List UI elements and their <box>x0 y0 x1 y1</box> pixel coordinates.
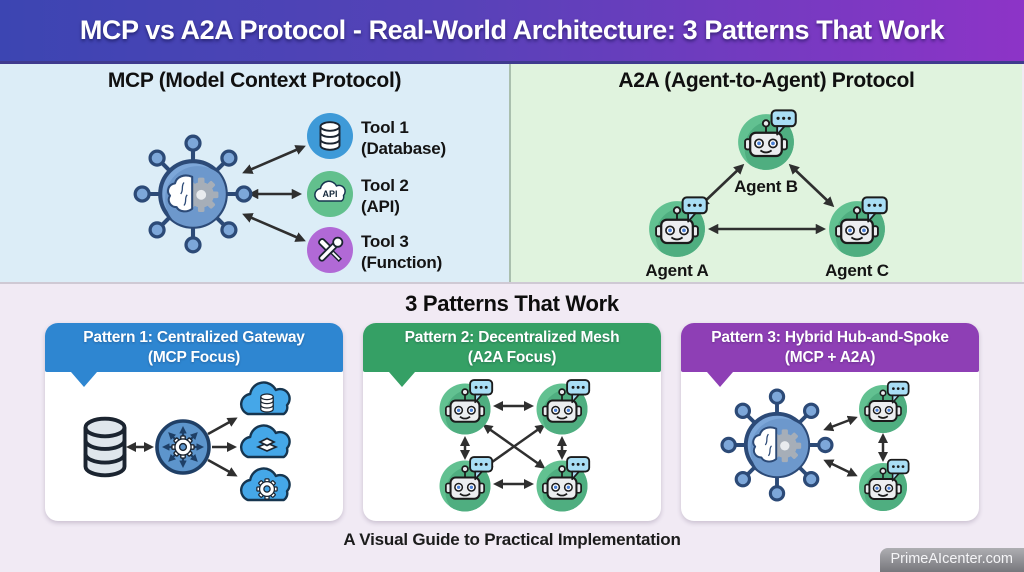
mesh-robot-icon <box>537 380 594 440</box>
pattern3-notch <box>707 372 733 388</box>
mesh-robot-icon <box>440 380 497 440</box>
tool2-name: Tool 2 <box>361 176 409 195</box>
pattern3-header: Pattern 3: Hybrid Hub-and-Spoke (MCP + A… <box>681 323 979 388</box>
agent-b-label: Agent B <box>734 177 798 196</box>
pattern1-body <box>45 372 343 522</box>
tools-function-icon <box>318 236 344 263</box>
a2a-panel: A2A (Agent-to-Agent) Protocol Agent B Ag… <box>511 64 1022 282</box>
patterns-title: 3 Patterns That Work <box>405 291 619 316</box>
mcp-hub-brain-gear-icon <box>135 136 251 252</box>
gateway-hub-icon <box>155 419 211 476</box>
a2a-diagram: Agent B Agent A Agent C <box>645 93 1022 280</box>
pattern1-notch <box>71 372 97 388</box>
pattern1-title-line1: Pattern 1: Centralized Gateway <box>83 329 305 346</box>
pattern2-title-line2: (A2A Focus) <box>467 349 557 367</box>
mesh-robot-icon <box>440 457 497 517</box>
database-icon <box>319 121 341 151</box>
pattern2-diagram <box>363 372 659 522</box>
caption: A Visual Guide to Practical Implementati… <box>343 530 681 549</box>
spoke-robot-icon <box>859 382 913 439</box>
agent-c-robot-icon <box>829 197 891 263</box>
pattern1-card: Pattern 1: Centralized Gateway (MCP Focu… <box>45 323 343 521</box>
patterns-section: 3 Patterns That Work Pattern 1: Centrali… <box>0 282 1024 569</box>
pattern3-diagram <box>681 372 977 522</box>
tool3-type: (Function) <box>361 253 442 272</box>
tool1-name: Tool 1 <box>361 118 409 137</box>
agent-c-label: Agent C <box>825 261 889 280</box>
pattern3-body <box>681 372 979 522</box>
spoke-robot-icon <box>859 460 913 517</box>
pattern2-header: Pattern 2: Decentralized Mesh (A2A Focus… <box>363 323 661 388</box>
protocol-panels: MCP (Model Context Protocol) Tool 1 (Dat… <box>0 64 1024 282</box>
mcp-diagram: Tool 1 (Database) API Tool 2 (API) Tool … <box>0 113 446 273</box>
agent-a-robot-icon <box>649 197 711 263</box>
pattern-cards: Pattern 1: Centralized Gateway (MCP Focu… <box>0 323 1024 521</box>
mcp-panel: MCP (Model Context Protocol) Tool 1 (Dat… <box>0 64 511 282</box>
api-icon-text: API <box>322 189 337 199</box>
pattern3-title-line1: Pattern 3: Hybrid Hub-and-Spoke <box>711 329 949 346</box>
pattern3-title-line2: (MCP + A2A) <box>784 349 876 367</box>
mesh-robot-icon <box>537 457 594 517</box>
title-banner: MCP vs A2A Protocol - Real-World Archite… <box>0 0 1024 64</box>
pattern1-title-line2: (MCP Focus) <box>147 349 241 367</box>
page-title: MCP vs A2A Protocol - Real-World Archite… <box>79 15 945 45</box>
pattern2-card: Pattern 2: Decentralized Mesh (A2A Focus… <box>363 323 661 521</box>
pattern3-card: Pattern 3: Hybrid Hub-and-Spoke (MCP + A… <box>681 323 979 521</box>
a2a-panel-title: A2A (Agent-to-Agent) Protocol <box>618 69 915 92</box>
pattern2-notch <box>389 372 415 388</box>
tool3-name: Tool 3 <box>361 232 409 251</box>
tool1-type: (Database) <box>361 139 446 158</box>
pattern2-title-line1: Pattern 2: Decentralized Mesh <box>404 329 620 346</box>
tool2-type: (API) <box>361 197 400 216</box>
pattern2-body <box>363 372 661 522</box>
agent-a-label: Agent A <box>645 261 708 280</box>
mcp-panel-title: MCP (Model Context Protocol) <box>107 69 402 92</box>
pattern1-header: Pattern 1: Centralized Gateway (MCP Focu… <box>45 323 343 388</box>
pattern1-diagram <box>83 381 291 502</box>
watermark: PrimeAIcenter.com <box>879 548 1024 572</box>
hybrid-hub-brain-gear-icon <box>722 390 832 500</box>
source-database-icon <box>83 417 127 478</box>
